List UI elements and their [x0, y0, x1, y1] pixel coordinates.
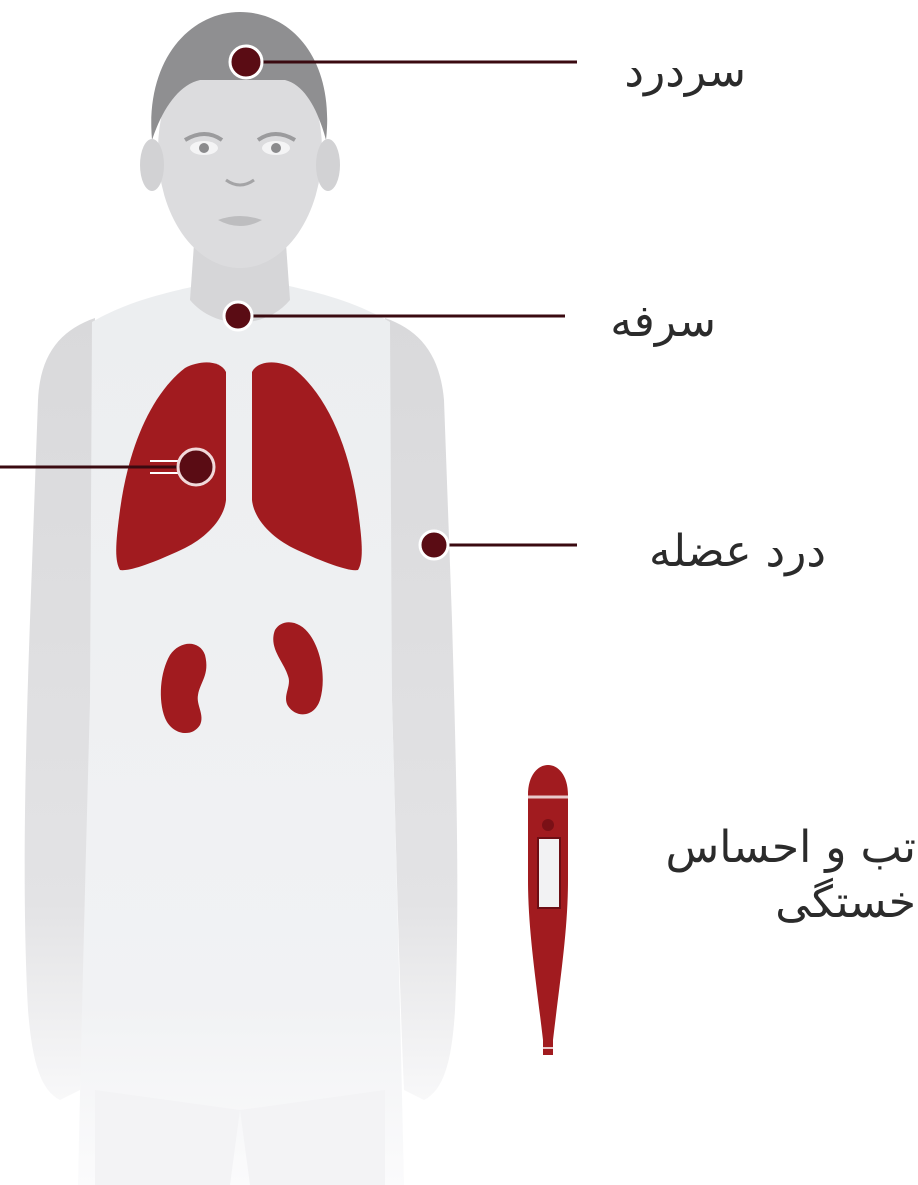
body-silhouette: [25, 230, 458, 1185]
symptom-label-muscle-pain: درد عضله: [596, 530, 826, 574]
symptom-label-cough: سرفه: [596, 300, 716, 344]
symptom-label-fever: تب و احساس خستگی: [604, 820, 916, 930]
marker-muscle: [420, 531, 577, 559]
symptom-label-fever-line2: خستگی: [604, 875, 916, 930]
symptom-label-headache: سردرد: [596, 50, 746, 94]
symptom-label-fever-line1: تب و احساس: [604, 820, 916, 875]
thermometer-icon: [528, 765, 568, 1055]
